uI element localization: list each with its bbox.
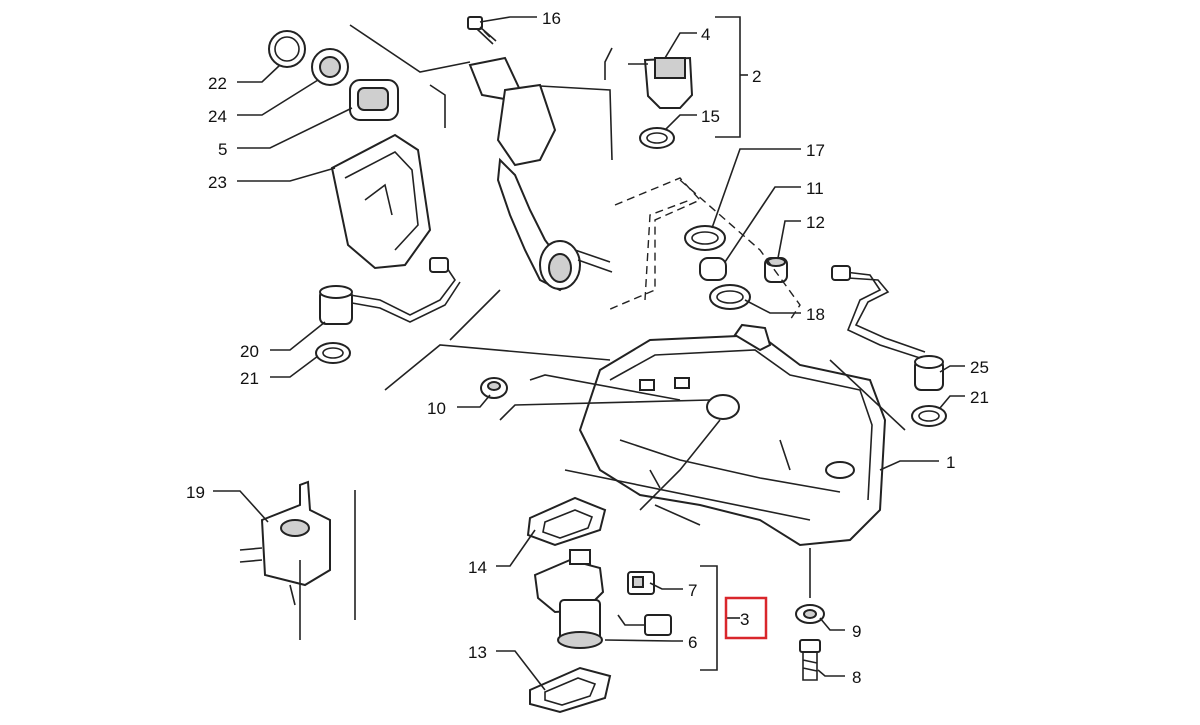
callout-8[interactable]: 8 xyxy=(852,668,861,687)
part-ring-21-left xyxy=(315,342,351,364)
part-bolt-16 xyxy=(467,16,497,45)
callout-7[interactable]: 7 xyxy=(688,581,697,600)
part-ring-21-right xyxy=(911,405,947,427)
part-sender-25 xyxy=(831,265,944,391)
part-bolt-8 xyxy=(799,639,821,681)
callout-14[interactable]: 14 xyxy=(468,558,487,577)
callout-13[interactable]: 13 xyxy=(468,643,487,662)
part-gasket-13 xyxy=(529,666,612,714)
callout-12[interactable]: 12 xyxy=(806,213,825,232)
callout-11[interactable]: 11 xyxy=(806,179,824,198)
part-gasket-14 xyxy=(526,496,607,547)
part-bracket-19 xyxy=(239,480,331,606)
part-hose-11 xyxy=(699,257,727,281)
part-ring-15 xyxy=(639,127,675,149)
callout-18[interactable]: 18 xyxy=(806,305,825,324)
callout-10[interactable]: 10 xyxy=(427,399,446,418)
callout-19[interactable]: 19 xyxy=(186,483,205,502)
part-washer-9 xyxy=(795,604,825,624)
callout-6[interactable]: 6 xyxy=(688,633,697,652)
callout-16[interactable]: 16 xyxy=(542,9,561,28)
callout-5[interactable]: 5 xyxy=(218,140,227,159)
part-connector-7 xyxy=(627,571,655,595)
group-brackets xyxy=(700,16,748,671)
part-clamp-17 xyxy=(684,225,726,251)
part-grommet-10 xyxy=(480,377,508,399)
part-cap-22 xyxy=(268,30,306,68)
callout-17[interactable]: 17 xyxy=(806,141,825,160)
part-seal-24 xyxy=(311,48,349,86)
part-connector-6 xyxy=(617,614,672,636)
callout-22[interactable]: 22 xyxy=(208,74,227,93)
leader-lines xyxy=(213,16,965,691)
callout-25[interactable]: 25 xyxy=(970,358,989,377)
callout-15[interactable]: 15 xyxy=(701,107,720,126)
part-clamp-18 xyxy=(709,284,751,310)
callout-21-left[interactable]: 21 xyxy=(240,369,259,388)
callout-24[interactable]: 24 xyxy=(208,107,227,126)
highlight-box xyxy=(724,596,768,640)
callout-23[interactable]: 23 xyxy=(208,173,227,192)
part-fuel-pump-3 xyxy=(533,549,605,649)
callout-21-right[interactable]: 21 xyxy=(970,388,989,407)
part-valve-4 xyxy=(628,56,694,109)
callout-3[interactable]: 3 xyxy=(740,610,749,629)
part-filler-pipe xyxy=(468,56,613,292)
part-sender-20 xyxy=(319,257,461,325)
callout-1[interactable]: 1 xyxy=(946,453,955,472)
part-fuel-tank-1 xyxy=(578,323,887,547)
part-lock-5 xyxy=(349,79,399,121)
part-housing-23 xyxy=(330,133,432,270)
callout-4[interactable]: 4 xyxy=(701,25,710,44)
callout-20[interactable]: 20 xyxy=(240,342,259,361)
callout-2[interactable]: 2 xyxy=(752,67,761,86)
callouts: 22 24 5 23 16 4 2 15 17 11 12 18 20 21 2… xyxy=(186,9,989,687)
callout-9[interactable]: 9 xyxy=(852,622,861,641)
